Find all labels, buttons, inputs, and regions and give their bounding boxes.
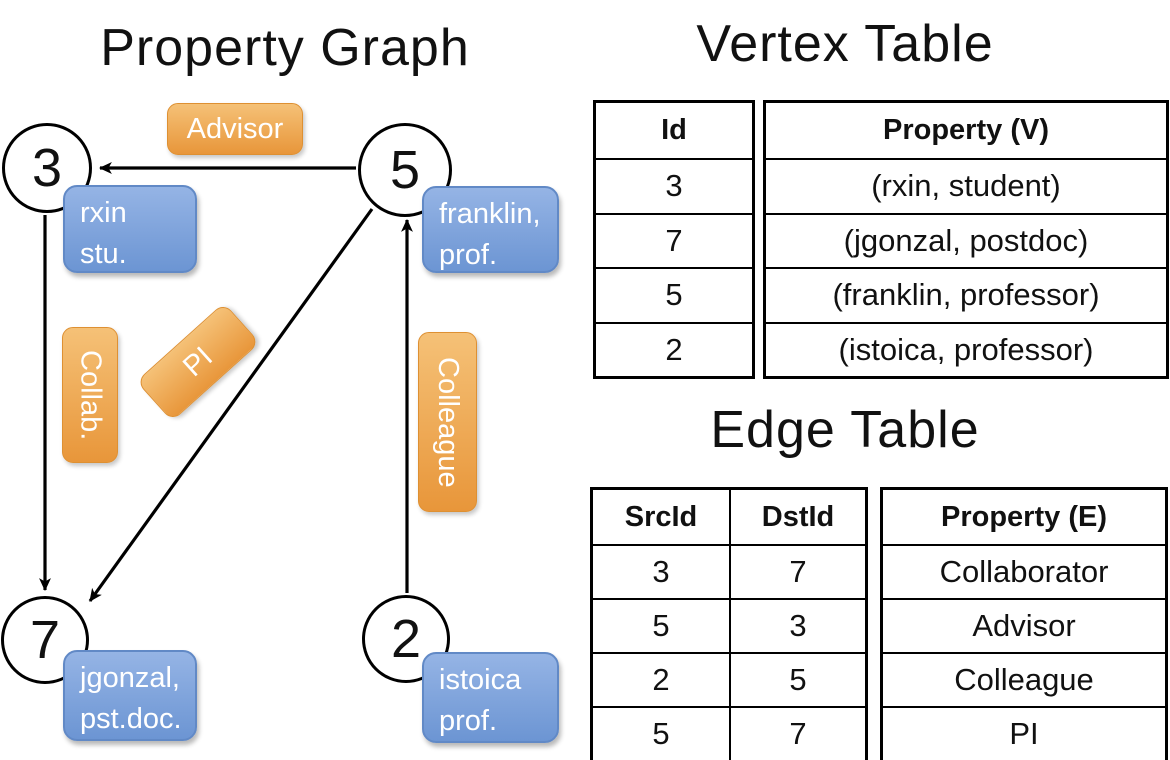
vertex-id: 7 xyxy=(29,610,61,670)
table-cell: 2 xyxy=(596,321,752,377)
vertex-node-2: 2 xyxy=(362,595,450,683)
table-cell: 2 xyxy=(593,652,729,706)
vertex-property-line: prof. xyxy=(439,239,498,272)
table-row: 2 5 xyxy=(593,652,865,706)
table-cell: 7 xyxy=(729,544,865,598)
vertex-property-box-7: jgonzal, pst.doc. xyxy=(63,650,197,741)
table-row: 3 7 xyxy=(593,544,865,598)
table-cell: 5 xyxy=(596,267,752,322)
vertex-property-line: istoica xyxy=(439,664,522,696)
edge-table-title: Edge Table xyxy=(710,401,980,459)
vertex-property-box-3: rxin stu. xyxy=(63,185,197,273)
vertex-id: 5 xyxy=(389,140,421,200)
table-cell: 5 xyxy=(593,706,729,760)
edge-label-collab: Collab. xyxy=(62,327,118,463)
vertex-table-property-column: Property (V) (rxin, student) (jgonzal, p… xyxy=(763,100,1169,379)
column-header: DstId xyxy=(729,490,865,544)
column-header: Property (E) xyxy=(941,500,1107,533)
table-cell: 3 xyxy=(596,158,752,213)
table-cell: 5 xyxy=(729,652,865,706)
edge-table-id-columns: SrcId DstId 3 7 5 3 2 5 5 7 xyxy=(590,487,868,760)
table-cell: 5 xyxy=(593,598,729,652)
table-row: 5 7 xyxy=(593,706,865,760)
table-cell: 3 xyxy=(729,598,865,652)
vertex-table-title: Vertex Table xyxy=(696,15,994,73)
table-cell: PI xyxy=(883,706,1165,760)
column-gap xyxy=(755,100,763,379)
table-cell: 7 xyxy=(596,212,752,268)
vertex-node-5: 5 xyxy=(358,123,452,217)
table-row: SrcId DstId xyxy=(593,490,865,544)
vertex-property-line: pst.doc. xyxy=(80,703,182,736)
vertex-table: Id 3 7 5 2 Property (V) (rxin, student) … xyxy=(593,100,1169,379)
vertex-property-line: franklin, xyxy=(439,198,541,230)
edge-table: SrcId DstId 3 7 5 3 2 5 5 7 Property (E) xyxy=(590,487,1168,760)
vertex-property-line: rxin xyxy=(80,197,127,229)
edge-label-text: PI xyxy=(176,340,219,383)
column-header: Id xyxy=(661,114,687,146)
table-cell: 7 xyxy=(729,706,865,760)
vertex-property-line: jgonzal, xyxy=(80,662,180,694)
table-cell: Collaborator xyxy=(883,544,1165,598)
vertex-property-line: prof. xyxy=(439,705,498,738)
column-header: Property (V) xyxy=(883,114,1049,146)
vertex-property-line: stu. xyxy=(80,238,127,271)
column-gap xyxy=(868,487,880,760)
edge-label-text: Colleague xyxy=(432,356,464,488)
vertex-property-box-5: franklin, prof. xyxy=(422,186,559,273)
graph-edges-layer xyxy=(39,162,413,602)
table-cell: 3 xyxy=(593,544,729,598)
property-graph-title: Property Graph xyxy=(100,19,470,77)
table-cell: (jgonzal, postdoc) xyxy=(766,212,1166,268)
vertex-id: 2 xyxy=(390,609,422,669)
table-cell: (rxin, student) xyxy=(766,158,1166,213)
table-cell: (istoica, professor) xyxy=(766,321,1166,377)
edge-label-text: Collab. xyxy=(74,349,107,441)
edge-label-text: Advisor xyxy=(186,112,284,145)
edge-label-advisor: Advisor xyxy=(167,103,303,155)
edge-arrow-5-to-7 xyxy=(88,208,374,602)
vertex-property-box-2: istoica prof. xyxy=(422,652,559,743)
edge-label-colleague: Colleague xyxy=(418,332,477,512)
vertex-table-id-column: Id 3 7 5 2 xyxy=(593,100,755,379)
edge-table-property-column: Property (E) Collaborator Advisor Collea… xyxy=(880,487,1168,760)
table-cell: Colleague xyxy=(883,652,1165,706)
table-cell: Advisor xyxy=(883,598,1165,652)
table-cell: (franklin, professor) xyxy=(766,267,1166,322)
vertex-id: 3 xyxy=(31,138,63,198)
table-row: 5 3 xyxy=(593,598,865,652)
column-header: SrcId xyxy=(624,500,698,533)
